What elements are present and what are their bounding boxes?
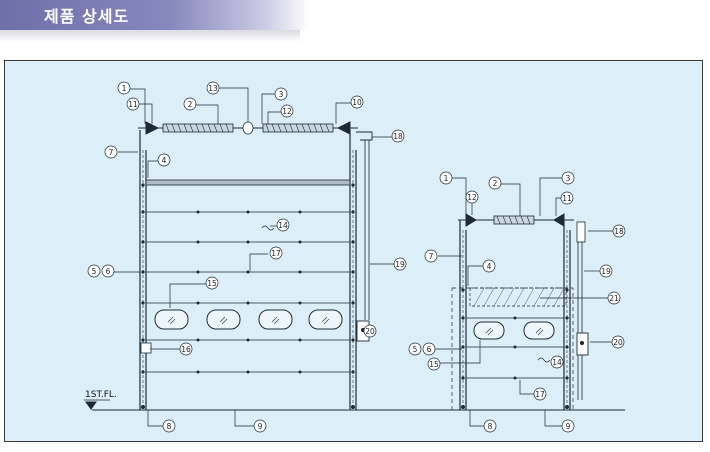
callout-label: 17 (271, 249, 281, 258)
callout: 18 (391, 129, 405, 143)
callout: 20 (363, 324, 377, 338)
callout: 12 (280, 104, 294, 118)
callout-label: 14 (278, 221, 288, 230)
callout: 8 (162, 419, 176, 433)
callout: 10 (350, 95, 364, 109)
callout: 11 (126, 97, 140, 111)
callout-label: 17 (535, 390, 545, 399)
callout: 18 (612, 224, 626, 238)
callout: 2 (488, 176, 502, 190)
callout: 16 (179, 342, 193, 356)
callout-label: 11 (562, 194, 572, 203)
callout-label: 13 (208, 84, 218, 93)
callout: 12 (465, 190, 479, 204)
callout-label: 19 (395, 260, 405, 269)
callout: 9 (561, 419, 575, 433)
left-door-drawing (84, 121, 625, 411)
callout-label: 5 (92, 267, 97, 276)
callout-label: 12 (282, 107, 292, 116)
callout-label: 7 (429, 252, 434, 261)
callout-label: 4 (487, 262, 492, 271)
callout-label: 11 (128, 100, 138, 109)
callout-label: 6 (427, 345, 432, 354)
callout: 4 (157, 153, 171, 167)
detail-drawing-frame (4, 60, 703, 442)
callout-label: 7 (109, 148, 114, 157)
callout-label: 14 (552, 358, 562, 367)
title-banner-shadow (0, 30, 300, 42)
callout: 1 (117, 81, 131, 95)
callout-label: 5 (413, 345, 418, 354)
callout-label: 19 (601, 267, 611, 276)
callout: 17 (269, 246, 283, 260)
right-door-callouts: 1 12 2 3 11 18 7 4 19 21 5 6 20 15 14 17… (408, 171, 626, 433)
callout-label: 18 (393, 132, 403, 141)
callout: 11 (560, 191, 574, 205)
callout-label: 20 (365, 327, 375, 336)
page-title: 제품 상세도 (44, 7, 130, 26)
callout: 6 (101, 264, 115, 278)
left-door-callouts: 1 11 2 13 3 12 10 18 7 4 14 17 19 5 6 15… (87, 81, 407, 433)
callout-label: 9 (258, 422, 263, 431)
callout-label: 2 (493, 179, 498, 188)
callout: 14 (276, 218, 290, 232)
callout: 3 (274, 87, 288, 101)
callout: 15 (205, 276, 219, 290)
callout-label: 18 (614, 227, 624, 236)
callout-label: 3 (566, 174, 571, 183)
callout: 3 (561, 171, 575, 185)
callout-label: 2 (188, 100, 193, 109)
callout-label: 4 (162, 156, 167, 165)
callout-label: 12 (467, 193, 477, 202)
callout: 2 (183, 97, 197, 111)
callout: 14 (550, 355, 564, 369)
callout: 20 (611, 335, 625, 349)
callout: 7 (424, 249, 438, 263)
callout-label: 21 (609, 294, 619, 303)
callout: 19 (599, 264, 613, 278)
callout: 21 (607, 291, 621, 305)
callout-label: 9 (566, 422, 571, 431)
floor-label: 1ST.FL. (85, 390, 117, 400)
callout: 4 (482, 259, 496, 273)
callout-label: 16 (181, 345, 191, 354)
callout: 5 (408, 342, 422, 356)
callout-label: 15 (429, 360, 439, 369)
title-banner: 제품 상세도 (0, 0, 310, 30)
callout-label: 3 (279, 90, 284, 99)
callout: 15 (427, 357, 441, 371)
callout-label: 6 (106, 267, 111, 276)
callout-label: 8 (488, 422, 493, 431)
callout-label: 1 (444, 174, 449, 183)
callout-label: 10 (352, 98, 362, 107)
callout: 6 (422, 342, 436, 356)
callout: 19 (393, 257, 407, 271)
callout: 9 (253, 419, 267, 433)
callout: 13 (206, 81, 220, 95)
callout: 1 (439, 171, 453, 185)
callout-leaders (114, 87, 613, 427)
right-door-drawing (451, 213, 589, 411)
callout-label: 1 (122, 84, 127, 93)
callout: 8 (483, 419, 497, 433)
callout: 17 (533, 387, 547, 401)
callout-label: 20 (613, 338, 623, 347)
callout-label: 8 (167, 422, 172, 431)
callout: 7 (104, 145, 118, 159)
callout: 5 (87, 264, 101, 278)
callout-label: 15 (207, 279, 217, 288)
